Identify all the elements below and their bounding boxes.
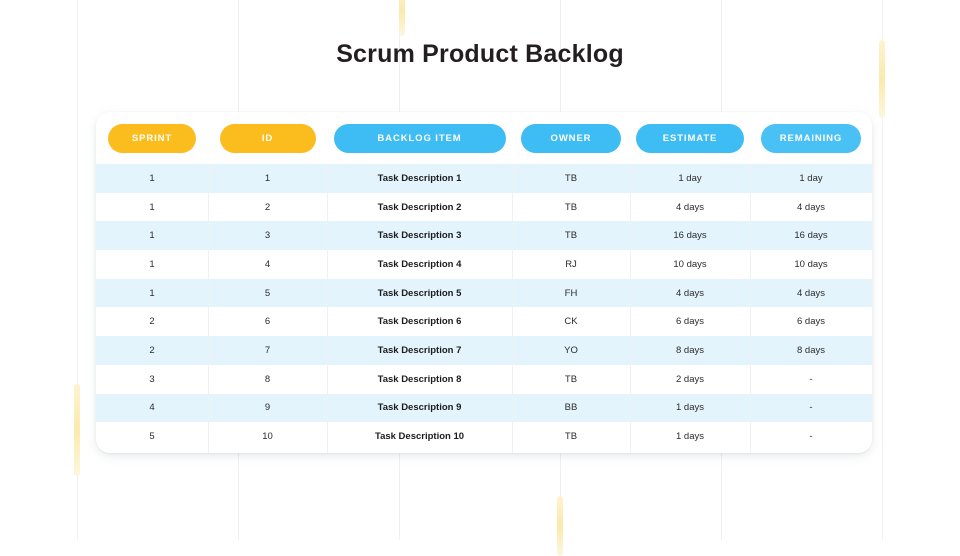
cell-remaining: - [809, 431, 813, 443]
cell-estimate: 4 days [676, 201, 704, 213]
backlog-table-card: SPRINT ID BACKLOG ITEM OWNER ESTIMATE RE… [96, 112, 872, 453]
backlog-table: SPRINT ID BACKLOG ITEM OWNER ESTIMATE RE… [96, 112, 872, 453]
cell-remaining: 8 days [797, 344, 825, 356]
cell-estimate: 1 day [678, 172, 702, 184]
accent-bar-bottom [557, 496, 563, 556]
cell-backlog-item: Task Description 1 [377, 172, 462, 184]
cell-owner: RJ [565, 258, 577, 270]
table-row[interactable]: 1 2 Task Description 2 TB 4 days 4 days [96, 192, 872, 222]
cell-backlog-item: Task Description 4 [377, 258, 462, 270]
cell-sprint: 2 [149, 316, 155, 328]
cell-remaining: - [809, 402, 813, 414]
cell-sprint: 1 [149, 172, 155, 184]
cell-backlog-item: Task Description 2 [377, 201, 462, 213]
header-pill-backlog-item[interactable]: BACKLOG ITEM [333, 123, 506, 153]
cell-remaining: 4 days [797, 287, 825, 299]
cell-backlog-item: Task Description 6 [377, 316, 462, 328]
header-cell-backlog-item: BACKLOG ITEM [327, 112, 512, 164]
header-pill-sprint[interactable]: SPRINT [108, 123, 196, 153]
cell-estimate: 8 days [676, 344, 704, 356]
cell-remaining: - [809, 373, 813, 385]
cell-backlog-item: Task Description 5 [377, 287, 462, 299]
cell-sprint: 2 [149, 344, 155, 356]
cell-backlog-item: Task Description 9 [377, 402, 462, 414]
cell-id: 9 [264, 402, 271, 414]
cell-owner: BB [564, 402, 578, 414]
cell-id: 10 [262, 431, 273, 443]
cell-sprint: 4 [149, 402, 155, 414]
cell-owner: TB [564, 201, 578, 213]
table-row[interactable]: 2 7 Task Description 7 YO 8 days 8 days [96, 336, 872, 365]
cell-estimate: 4 days [676, 287, 704, 299]
table-row[interactable]: 1 5 Task Description 5 FH 4 days 4 days [96, 278, 872, 308]
header-cell-owner: OWNER [512, 112, 630, 164]
cell-remaining: 1 day [799, 172, 823, 184]
cell-estimate: 6 days [676, 316, 704, 328]
table-row[interactable]: 4 9 Task Description 9 BB 1 days - [96, 393, 872, 423]
header-pill-owner[interactable]: OWNER [521, 123, 621, 153]
cell-remaining: 6 days [797, 316, 825, 328]
header-cell-remaining: REMAINING [750, 112, 872, 164]
cell-owner: CK [564, 316, 578, 328]
header-cell-sprint: SPRINT [96, 112, 208, 164]
accent-bar-top [399, 0, 405, 36]
cell-id: 8 [264, 373, 271, 385]
cell-backlog-item: Task Description 10 [374, 431, 465, 443]
header-cell-id: ID [208, 112, 327, 164]
cell-id: 3 [264, 230, 271, 242]
cell-remaining: 10 days [794, 258, 828, 270]
table-row[interactable]: 1 3 Task Description 3 TB 16 days 16 days [96, 221, 872, 251]
cell-id: 4 [264, 258, 271, 270]
cell-id: 1 [264, 172, 271, 184]
table-row[interactable]: 1 1 Task Description 1 TB 1 day 1 day [96, 164, 872, 193]
table-row[interactable]: 5 10 Task Description 10 TB 1 days - [96, 422, 872, 451]
cell-remaining: 4 days [797, 201, 825, 213]
header-pill-remaining[interactable]: REMAINING [761, 123, 861, 153]
accent-bar-left [74, 384, 80, 476]
cell-sprint: 5 [149, 431, 155, 443]
cell-id: 6 [264, 316, 271, 328]
background-grid-line [882, 0, 883, 540]
cell-owner: TB [564, 230, 578, 242]
header-pill-estimate[interactable]: ESTIMATE [636, 123, 744, 153]
cell-owner: TB [564, 172, 578, 184]
cell-owner: TB [564, 373, 578, 385]
cell-backlog-item: Task Description 7 [377, 344, 462, 356]
cell-sprint: 1 [149, 258, 155, 270]
cell-id: 5 [264, 287, 271, 299]
header-pill-id[interactable]: ID [219, 123, 316, 153]
cell-backlog-item: Task Description 8 [377, 373, 462, 385]
cell-estimate: 1 days [676, 431, 704, 443]
cell-estimate: 10 days [673, 258, 707, 270]
cell-estimate: 1 days [676, 402, 704, 414]
cell-sprint: 3 [149, 373, 155, 385]
cell-sprint: 1 [149, 201, 155, 213]
cell-remaining: 16 days [794, 230, 828, 242]
table-row[interactable]: 1 4 Task Description 4 RJ 10 days 10 days [96, 250, 872, 279]
cell-id: 2 [264, 201, 271, 213]
cell-id: 7 [264, 344, 271, 356]
cell-owner: FH [564, 287, 578, 299]
header-cell-estimate: ESTIMATE [630, 112, 750, 164]
table-row[interactable]: 2 6 Task Description 6 CK 6 days 6 days [96, 307, 872, 337]
background-grid-line [77, 0, 78, 540]
cell-owner: TB [564, 431, 578, 443]
cell-sprint: 1 [149, 230, 155, 242]
cell-backlog-item: Task Description 3 [377, 230, 462, 242]
table-header-row: SPRINT ID BACKLOG ITEM OWNER ESTIMATE RE… [96, 112, 872, 164]
table-row[interactable]: 3 8 Task Description 8 TB 2 days - [96, 364, 872, 394]
page-title: Scrum Product Backlog [336, 40, 624, 68]
cell-sprint: 1 [149, 287, 155, 299]
cell-estimate: 16 days [673, 230, 707, 242]
cell-estimate: 2 days [676, 373, 704, 385]
cell-owner: YO [564, 344, 578, 356]
